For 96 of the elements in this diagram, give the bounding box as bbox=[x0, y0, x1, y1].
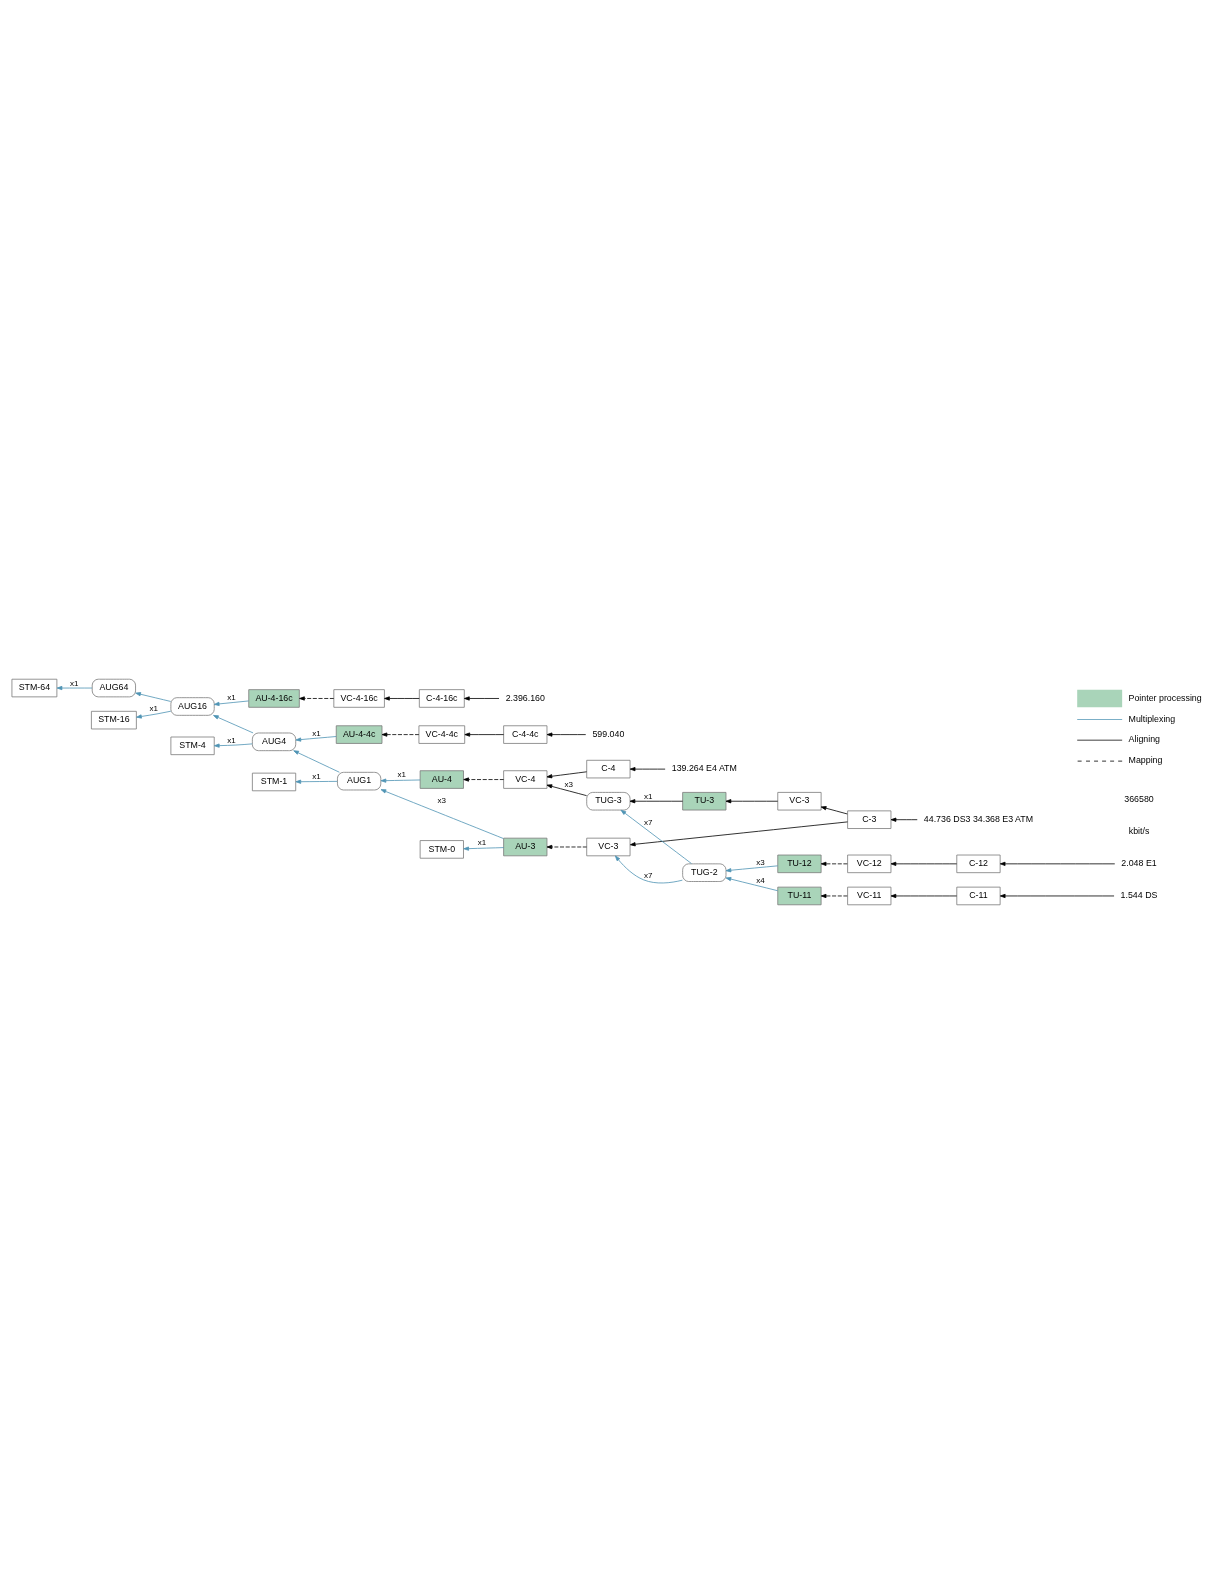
node-text: 599.040 bbox=[592, 728, 625, 739]
edge-label: x1 bbox=[312, 771, 321, 781]
node-box: VC-3 bbox=[777, 792, 822, 811]
node-box: STM-16 bbox=[91, 710, 137, 730]
arrow bbox=[820, 893, 848, 899]
arrow bbox=[381, 732, 420, 737]
arrow bbox=[463, 777, 505, 782]
legend-label: Pointer processing bbox=[1128, 692, 1202, 703]
node-box: VC-3 bbox=[586, 837, 631, 857]
node-box: STM-4 bbox=[170, 736, 215, 756]
edge-label: x1 bbox=[643, 791, 653, 801]
arrow bbox=[725, 877, 779, 892]
edge-label: x7 bbox=[643, 818, 653, 828]
arrow bbox=[384, 696, 420, 701]
arrow bbox=[546, 784, 587, 797]
node-text: 139.264 E4 ATM bbox=[671, 763, 737, 774]
arrow bbox=[380, 789, 504, 839]
node-box: C-11 bbox=[956, 886, 1001, 906]
node-box: TUG-3 bbox=[586, 792, 631, 811]
arrow bbox=[725, 799, 779, 804]
arrow bbox=[136, 710, 172, 719]
edge-label: x1 bbox=[477, 838, 487, 848]
arrow bbox=[629, 799, 683, 804]
arrow bbox=[620, 809, 692, 865]
edge-label: x3 bbox=[437, 795, 447, 805]
arrow bbox=[890, 893, 958, 899]
node-box: STM-1 bbox=[251, 772, 297, 792]
node-box: VC-4 bbox=[503, 770, 548, 789]
label: 366580 bbox=[1124, 793, 1154, 804]
node-box: TU-11 bbox=[777, 886, 822, 906]
node-box: C-12 bbox=[956, 854, 1001, 874]
edge-label: x3 bbox=[756, 857, 765, 867]
arrow bbox=[213, 715, 254, 734]
node-text: 1.544 DS bbox=[1120, 890, 1158, 901]
node-text: 2.396.160 bbox=[505, 692, 545, 703]
node-text: 2.048 E1 bbox=[1121, 858, 1157, 869]
arrow bbox=[464, 696, 500, 701]
arrow bbox=[295, 779, 338, 784]
arrow bbox=[295, 736, 337, 742]
node-box: C-4-4c bbox=[503, 725, 548, 744]
edge-label: x1 bbox=[397, 770, 406, 780]
node-box: AU-4-4c bbox=[335, 725, 383, 744]
legend-label: Aligning bbox=[1128, 734, 1160, 745]
node-box: AU-4 bbox=[419, 770, 464, 789]
node-box: AUG4 bbox=[251, 732, 297, 752]
arrow bbox=[546, 732, 587, 737]
node-box: AU-3 bbox=[503, 837, 548, 857]
arrow bbox=[463, 846, 505, 851]
node-box: VC-11 bbox=[847, 886, 892, 906]
arrow bbox=[380, 778, 421, 783]
node-box: VC-12 bbox=[847, 854, 892, 874]
legend-label: Multiplexing bbox=[1128, 713, 1176, 724]
edge-label: x1 bbox=[312, 729, 321, 739]
arrow bbox=[725, 865, 779, 873]
edge-label: x7 bbox=[643, 870, 653, 880]
arrow bbox=[890, 817, 918, 822]
arrow bbox=[546, 771, 587, 779]
arrow bbox=[630, 821, 848, 847]
edge-label: x1 bbox=[149, 704, 158, 714]
node-box: C-4-16c bbox=[418, 689, 465, 708]
arrow bbox=[629, 767, 666, 772]
arrow bbox=[293, 750, 340, 773]
arrow bbox=[890, 861, 958, 866]
arrow bbox=[999, 861, 1116, 866]
arrow bbox=[213, 700, 249, 706]
node-box: AUG64 bbox=[91, 678, 136, 698]
node-box: VC-4-16c bbox=[333, 689, 385, 708]
arrow bbox=[135, 692, 172, 702]
label: kbit/s bbox=[1128, 825, 1150, 836]
node-box: C-4 bbox=[586, 759, 631, 779]
edge-label: x1 bbox=[227, 693, 236, 703]
node-box: C-3 bbox=[847, 810, 892, 829]
arrow bbox=[56, 685, 93, 691]
node-text: 44.736 DS3 34.368 E3 ATM bbox=[923, 813, 1034, 824]
node-box: AUG1 bbox=[337, 771, 382, 791]
node-box: STM-64 bbox=[11, 678, 58, 698]
node-box: TU-3 bbox=[682, 792, 727, 811]
arrow bbox=[546, 844, 587, 850]
arrow bbox=[299, 696, 335, 701]
arrow bbox=[615, 855, 683, 884]
edge-label: x4 bbox=[756, 876, 765, 886]
node-box: TUG-2 bbox=[682, 863, 727, 882]
arrow bbox=[820, 861, 848, 866]
arrow bbox=[999, 893, 1115, 899]
legend-label: Mapping bbox=[1128, 755, 1163, 766]
arrow bbox=[464, 732, 505, 737]
edge-label: x1 bbox=[69, 678, 79, 688]
node-box: TU-12 bbox=[777, 854, 822, 874]
edge-label: x3 bbox=[564, 779, 573, 789]
arrow bbox=[820, 806, 848, 815]
arrow bbox=[213, 743, 253, 748]
edge-label: x1 bbox=[227, 735, 236, 745]
node-box: STM-0 bbox=[419, 840, 464, 859]
node-box: AUG16 bbox=[170, 697, 215, 716]
node-box: VC-4-4c bbox=[418, 725, 466, 744]
node-box: AU-4-16c bbox=[248, 689, 300, 708]
